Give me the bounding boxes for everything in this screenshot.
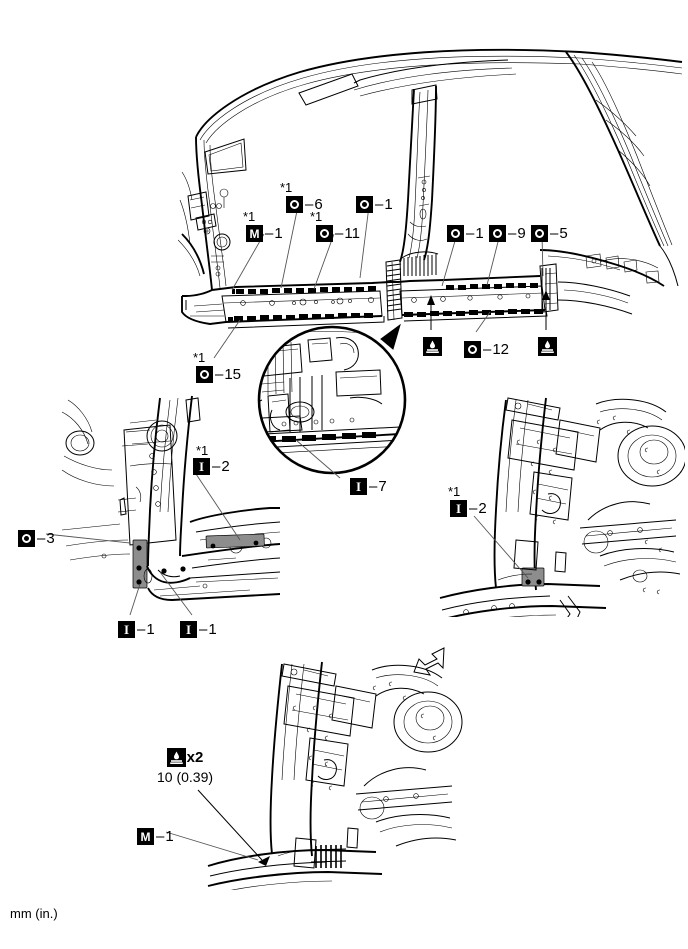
note-asterisk-right-i2: *1 [448, 484, 461, 499]
callout-spot-weld-12[interactable]: – 12 [464, 341, 509, 358]
sealant-icon-right [538, 337, 557, 356]
callout-spot-weld-9[interactable]: – 9 [489, 225, 526, 242]
mig-weld-icon: M [137, 828, 154, 845]
callout-dash: – [265, 225, 274, 242]
callout-arc-weld-1-b[interactable]: I – 1 [180, 621, 217, 638]
callout-arc-weld-2-left[interactable]: I – 2 [193, 458, 230, 475]
callout-mig-weld-1[interactable]: M – 1 [246, 225, 283, 242]
callout-dash: – [375, 196, 384, 213]
callout-spot-weld-11[interactable]: – 11 [316, 225, 360, 242]
spot-weld-icon [447, 225, 464, 242]
callout-number: 1 [384, 196, 393, 213]
left-detail-art [61, 395, 280, 601]
callout-spot-weld-5[interactable]: – 5 [531, 225, 568, 242]
sealant-quantity-row: x2 [166, 748, 204, 767]
spot-weld-icon [531, 225, 548, 242]
magnified-detail-inset [257, 323, 407, 479]
note-asterisk-c11: *1 [310, 209, 323, 224]
callout-mig-weld-1-bottom[interactable]: M – 1 [137, 828, 174, 845]
callout-spot-weld-1-upper[interactable]: – 1 [356, 196, 393, 213]
callout-spot-weld-1-rear[interactable]: – 1 [447, 225, 484, 242]
view-arrow-shape [413, 647, 445, 676]
sealant-icon-left [423, 337, 442, 356]
spot-weld-icon [196, 366, 213, 383]
callout-dash: – [137, 621, 146, 638]
arc-weld-icon: I [450, 500, 467, 517]
callout-dash: – [199, 621, 208, 638]
callout-dash: – [156, 828, 165, 845]
callout-dash: – [215, 366, 224, 383]
right-detail-leader-line [473, 515, 529, 579]
mig-weld-icon: M [246, 225, 263, 242]
callout-spot-weld-6[interactable]: – 6 [286, 196, 323, 213]
callout-number: 2 [478, 500, 487, 517]
callout-number: 9 [517, 225, 526, 242]
callout-dash: – [466, 225, 475, 242]
main-body-outline [178, 48, 683, 329]
callout-number: 12 [492, 341, 510, 358]
callout-dash: – [369, 478, 378, 495]
sealant-spec-group: x2 10 (0.39) [157, 748, 213, 785]
note-asterisk-c15: *1 [193, 350, 206, 365]
callout-dash: – [305, 196, 314, 213]
note-asterisk-c6: *1 [280, 180, 293, 195]
callout-number: 6 [314, 196, 323, 213]
spot-weld-icon [286, 196, 303, 213]
callout-spot-weld-3[interactable]: – 3 [18, 530, 55, 547]
units-footnote: mm (in.) [10, 906, 58, 921]
bottom-detail-leader-lines [165, 789, 263, 861]
spot-weld-icon [464, 341, 481, 358]
callout-dash: – [483, 341, 492, 358]
callout-dash: – [212, 458, 221, 475]
callout-dash: – [335, 225, 344, 242]
spot-weld-icon [18, 530, 35, 547]
sealant-icon [166, 748, 186, 767]
arc-weld-icon: I [350, 478, 367, 495]
callout-number: 7 [378, 478, 387, 495]
callout-number: 3 [46, 530, 55, 547]
sealant-arrow-lines [427, 290, 550, 330]
callout-number: 1 [208, 621, 217, 638]
callout-dash: – [37, 530, 46, 547]
callout-number: 1 [274, 225, 283, 242]
sealant-amount: 10 (0.39) [157, 769, 214, 785]
sealant-quantity: x2 [186, 748, 204, 766]
spot-weld-icon [316, 225, 333, 242]
callout-number: 11 [344, 225, 360, 242]
callout-number: 2 [221, 458, 230, 475]
callout-dash: – [550, 225, 559, 242]
left-detail-leader-lines [45, 473, 241, 616]
callout-number: 1 [475, 225, 484, 242]
callout-dash: – [508, 225, 517, 242]
callout-number: 1 [165, 828, 174, 845]
callout-number: 15 [224, 366, 242, 383]
callout-number: 5 [559, 225, 568, 242]
callout-arc-weld-1-a[interactable]: I – 1 [118, 621, 155, 638]
arc-weld-icon: I [193, 458, 210, 475]
callout-dash: – [469, 500, 478, 517]
spot-weld-icon [489, 225, 506, 242]
callout-spot-weld-15[interactable]: – 15 [196, 366, 241, 383]
callout-arc-weld-2-right[interactable]: I – 2 [450, 500, 487, 517]
arc-weld-icon: I [180, 621, 197, 638]
spot-weld-icon [356, 196, 373, 213]
note-asterisk-m1: *1 [243, 209, 256, 224]
note-asterisk-left-i2: *1 [196, 443, 209, 458]
arc-weld-icon: I [118, 621, 135, 638]
callout-number: 1 [146, 621, 155, 638]
callout-arc-weld-7[interactable]: I – 7 [350, 478, 387, 495]
bottom-detail-art [207, 661, 463, 890]
